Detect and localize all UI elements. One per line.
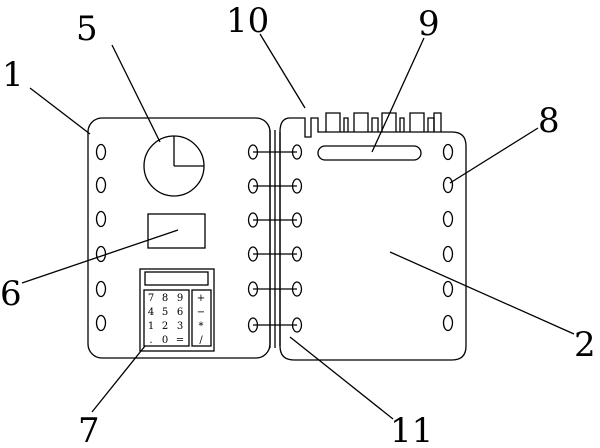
calculator-digit-pad (143, 289, 190, 347)
hole (442, 314, 454, 332)
hole (442, 245, 454, 263)
calculator-operator-key: − (197, 307, 205, 318)
hole (442, 280, 454, 298)
calculator-key: 9 (177, 293, 183, 304)
calculator-key: . (149, 335, 152, 346)
tab-gap (427, 117, 435, 132)
ref-numeral-2: 2 (574, 325, 596, 365)
leader-line-8 (449, 127, 539, 184)
calculator-key: 5 (162, 307, 168, 318)
tab-gap (399, 117, 405, 132)
calculator-key: 7 (148, 293, 154, 304)
ref-numeral-9: 9 (418, 4, 440, 44)
calculator-key: 1 (148, 321, 154, 332)
binding-ring (247, 144, 303, 160)
calculator-key: 3 (177, 321, 183, 332)
right-notebook-panel (279, 112, 467, 361)
binding-ring (247, 178, 303, 194)
calculator-key: = (176, 335, 184, 346)
calculator: 7 8 9 4 5 6 1 2 3 . 0 = + − * / (139, 268, 215, 352)
binding-ring (247, 212, 303, 228)
ref-numeral-10: 10 (226, 1, 269, 41)
calculator-key: 4 (148, 307, 154, 318)
calculator-key: 6 (177, 307, 183, 318)
calculator-key: 0 (162, 335, 168, 346)
binding-ring (247, 281, 303, 297)
display-window (147, 213, 206, 249)
hole (95, 176, 107, 194)
binding-rings (247, 144, 303, 333)
leader-line-6 (21, 229, 179, 284)
top-slot (317, 145, 422, 161)
leader-lines (21, 33, 575, 420)
right-notebook-outline (279, 117, 467, 361)
leader-line-9 (371, 37, 425, 153)
tab (325, 112, 341, 132)
tab-gap (343, 117, 349, 132)
ref-numeral-5: 5 (76, 9, 98, 49)
leader-line-2 (389, 251, 575, 335)
tab (353, 112, 369, 132)
ref-numeral-8: 8 (538, 101, 560, 141)
ref-numeral-7: 7 (78, 411, 100, 448)
binding-ring (247, 246, 303, 262)
hole (442, 176, 454, 194)
ref-numeral-11: 11 (390, 411, 433, 448)
calculator-operator-key: / (199, 335, 203, 346)
hole (442, 143, 454, 161)
ref-numeral-6: 6 (0, 274, 22, 314)
calculator-operator-key: * (199, 321, 204, 332)
tab (409, 112, 425, 132)
clock-dial (143, 135, 205, 197)
leader-line-5 (111, 44, 161, 143)
calculator-screen (144, 271, 209, 286)
tab (433, 112, 442, 132)
tab (381, 112, 397, 132)
right-outer-holes (442, 143, 454, 332)
leader-line-10 (259, 33, 306, 109)
hole (95, 210, 107, 228)
leader-line-7 (91, 345, 146, 413)
leader-line-1 (29, 87, 91, 135)
hole (95, 314, 107, 332)
hole (442, 210, 454, 228)
left-cover-outer-holes (95, 143, 107, 332)
hole (95, 280, 107, 298)
hole (95, 143, 107, 161)
binding-ring (247, 317, 303, 333)
calculator-body (139, 268, 215, 352)
top-tabs (325, 112, 442, 132)
leader-line-11 (289, 336, 394, 420)
binding-spine (269, 130, 281, 348)
calculator-key: 2 (162, 321, 168, 332)
ref-numeral-1: 1 (2, 55, 24, 95)
calculator-operator-pad (191, 289, 212, 347)
tab-gap (371, 117, 379, 132)
hole (95, 245, 107, 263)
calculator-key: 8 (162, 293, 168, 304)
calculator-operator-key: + (197, 293, 205, 304)
